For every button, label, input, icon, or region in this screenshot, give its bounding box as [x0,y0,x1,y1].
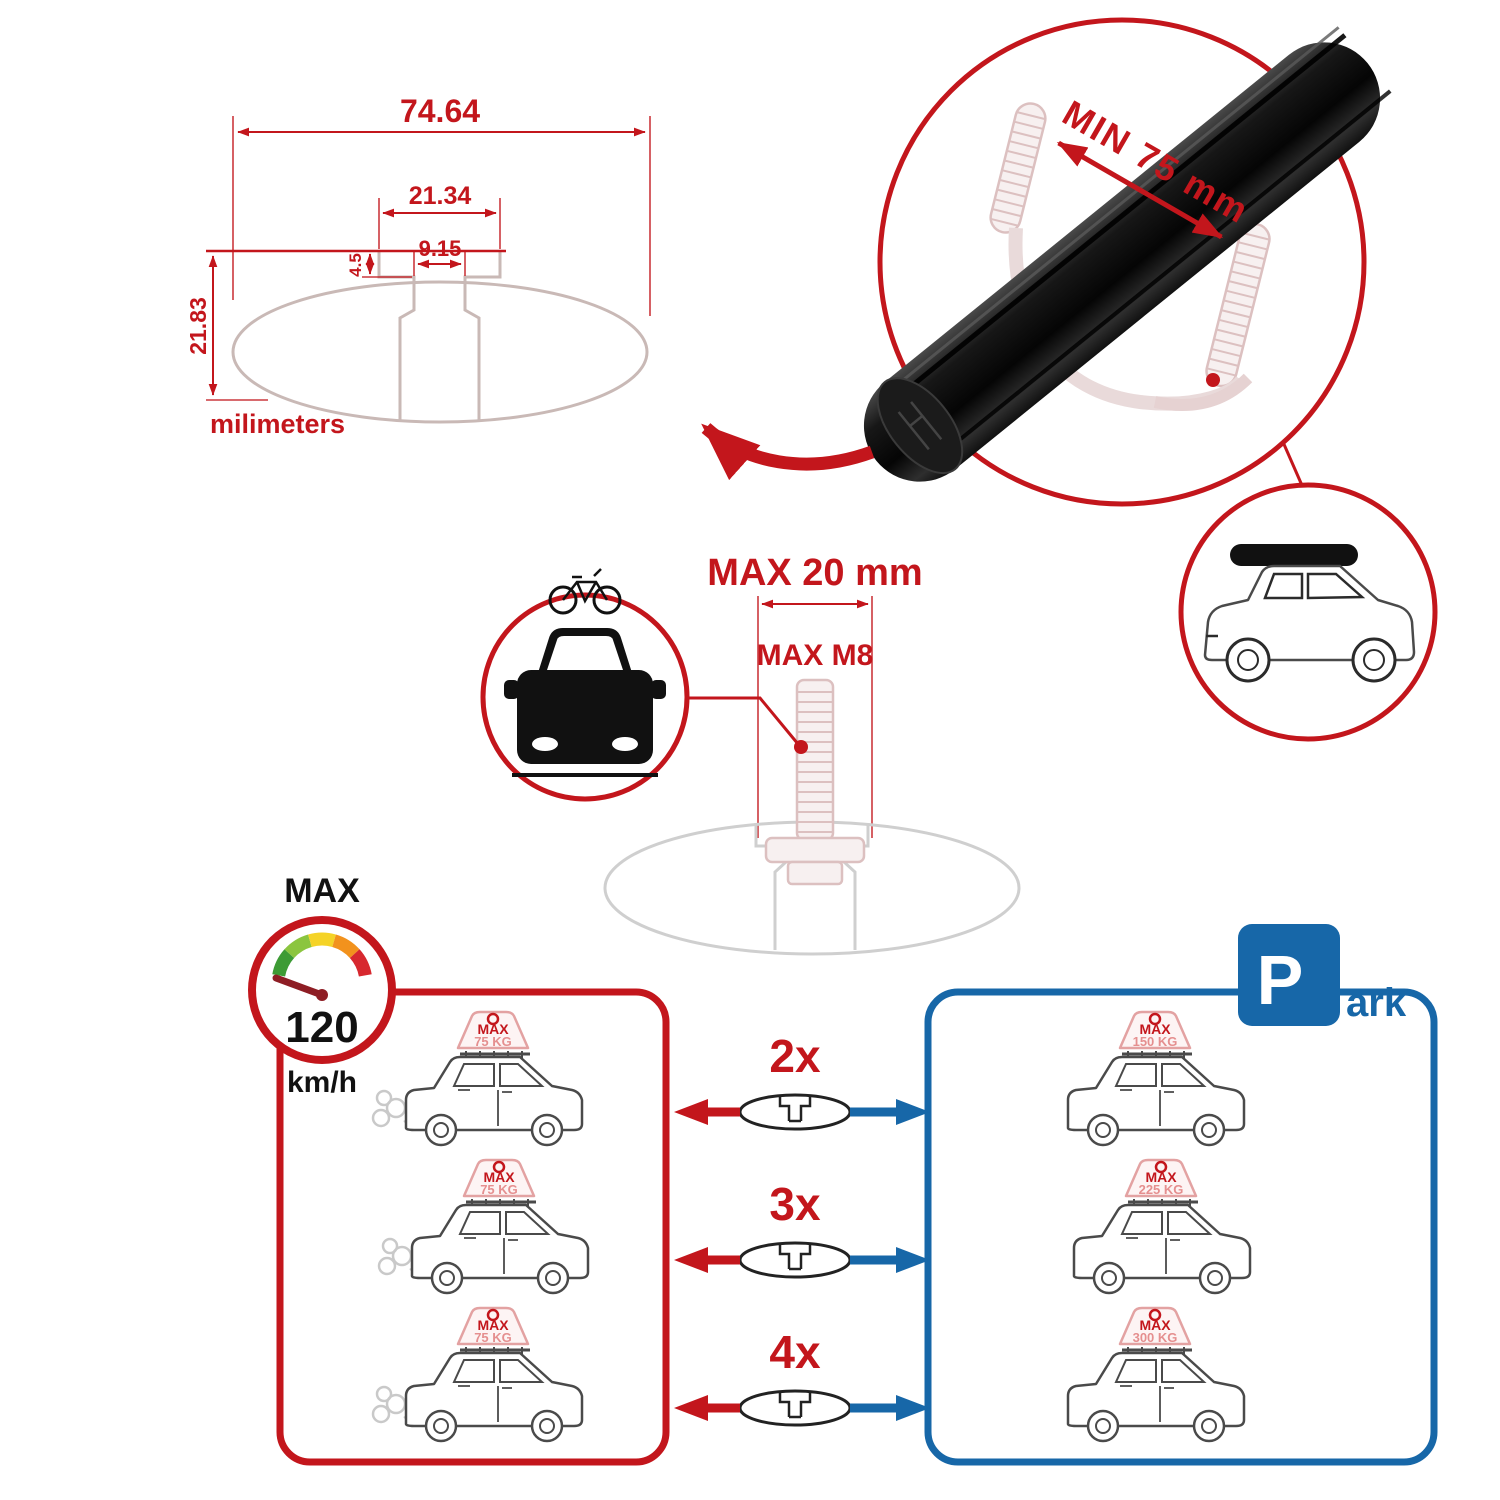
arrow-left-red [674,1099,708,1125]
car-front-bike-circle [480,568,690,802]
dim-slot-width-label: 9.15 [419,236,462,261]
callout-arrow-to-drawing [701,423,875,481]
multiplier-label-2: 3x [769,1178,821,1230]
multiplier-label-1: 2x [769,1030,821,1082]
arrow-left-red [674,1247,708,1273]
crossbar-detail-circle: MIN 75 mm [701,17,1392,507]
arrow-right-blue [896,1099,930,1125]
max-thread-label: MAX M8 [757,639,874,672]
max-width-label: MAX 20 mm [707,552,922,594]
driving-kg-2: 75 KG [480,1182,518,1197]
profile-slot-left [377,251,416,420]
u-bolt-strap-front [1153,373,1253,411]
dim-total-width-label: 74.64 [400,93,480,129]
driving-max-3: MAX [477,1317,509,1333]
parked-car-row-2: MAX 225 KG [1072,1158,1252,1295]
parked-kg-1: 150 KG [1133,1034,1178,1049]
suv-with-roofbox-icon [1203,544,1416,683]
min-span-arrow [1056,140,1224,240]
units-label: milimeters [210,409,345,439]
profile-dimension-drawing: 74.64 21.34 9.15 4.5 21.83 milimeters [185,93,651,439]
arrow-right-blue [896,1395,930,1421]
parked-max-2: MAX [1145,1169,1177,1185]
park-sign: P ark [1238,924,1407,1026]
tbolt-ghost [764,678,866,886]
dim-recess-width-label: 21.34 [409,182,472,210]
driving-kg-3: 75 KG [474,1330,512,1345]
roofbox-icon [1230,544,1358,566]
profile-ellipse [231,280,649,424]
car-front-icon [504,628,666,777]
driving-car-row-3: MAX 75 KG [371,1306,584,1443]
arrow-left-red [674,1395,708,1421]
crossbar-profile-icon [738,1093,852,1131]
driving-kg-1: 75 KG [474,1034,512,1049]
parked-max-1: MAX [1139,1021,1171,1037]
suv-roofbox-circle [1178,482,1438,742]
parked-kg-3: 300 KG [1133,1330,1178,1345]
crossbar-end-cap [876,377,964,475]
gauge-needle [272,974,326,999]
park-sign-ark: ark [1346,981,1407,1025]
parked-car-row-1: MAX 150 KG [1066,1010,1246,1147]
u-bolt-point-dot [1206,373,1220,387]
crossbar-profile-icon [738,1389,852,1427]
leader-to-suv-circle [1281,441,1306,491]
leader-to-bolt [684,696,800,745]
tbolt-dimension-diagram: MAX 20 mm MAX M8 [603,552,1021,956]
dim-total-height-label: 21.83 [185,297,211,355]
crossbar-profile-icon [738,1241,852,1279]
gauge-value: 120 [285,1003,358,1052]
bike-icon [548,568,622,615]
gauge-title: MAX [284,872,360,910]
driving-max-2: MAX [483,1169,515,1185]
arrow-right-blue [896,1247,930,1273]
parked-car-row-3: MAX 300 KG [1066,1306,1246,1443]
profile-slot-right [463,251,502,420]
bolt-point-dot [794,740,808,754]
driving-car-row-1: MAX 75 KG [371,1010,584,1147]
capacity-section: MAX 120 km/h P ark MAX 7 [248,872,1438,1466]
parked-kg-2: 225 KG [1139,1182,1184,1197]
dim-recess-depth-label: 4.5 [346,253,365,277]
gauge-units: km/h [287,1066,357,1099]
park-sign-square [1238,924,1340,1026]
multiplier-row-3: 4x [674,1326,930,1427]
gauge-arc [272,932,372,977]
multiplier-label-3: 4x [769,1326,821,1378]
driving-car-row-2: MAX 75 KG [377,1158,590,1295]
speed-limit-gauge: MAX 120 km/h [248,872,396,1099]
driving-max-1: MAX [477,1021,509,1037]
park-sign-p: P [1257,941,1304,1019]
parked-max-3: MAX [1139,1317,1171,1333]
multiplier-row-1: 2x [674,1030,930,1131]
multiplier-row-2: 3x [674,1178,930,1279]
